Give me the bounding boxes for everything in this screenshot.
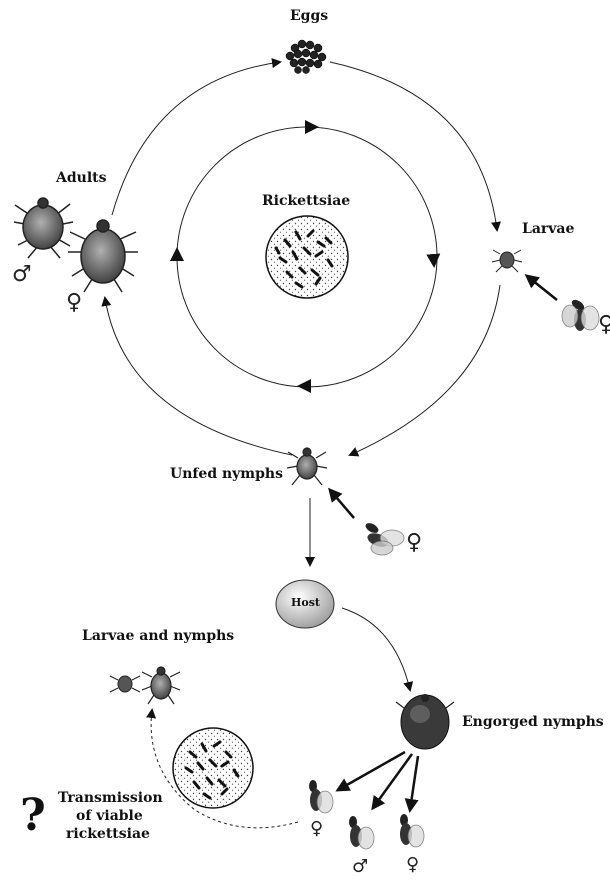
female-symbol-fly-3: ♀ bbox=[406, 854, 419, 875]
tick-icon bbox=[68, 220, 138, 292]
larvae-label: Larvae bbox=[522, 221, 574, 237]
host-label: Host bbox=[291, 596, 320, 609]
tick-icon bbox=[492, 250, 522, 272]
female-symbol-larvae-fly: ♀ bbox=[598, 312, 610, 337]
female-symbol-adult: ♀ bbox=[66, 290, 82, 315]
tick-icon bbox=[14, 198, 73, 258]
arc-eggs-to-larvae bbox=[330, 62, 497, 230]
tick-icon bbox=[396, 694, 454, 749]
larvae-and-nymphs-label: Larvae and nymphs bbox=[82, 628, 234, 644]
fly-icon bbox=[562, 298, 599, 331]
tick-icon bbox=[142, 667, 180, 704]
transmission-label-line3: rickettsiae bbox=[66, 826, 150, 842]
eggs-label: Eggs bbox=[290, 8, 328, 24]
arc-adults-to-eggs bbox=[112, 62, 280, 215]
transmission-label-line1: Transmission bbox=[58, 790, 163, 806]
female-symbol-fly-1: ♀ bbox=[310, 818, 323, 839]
unfed-nymphs-label: Unfed nymphs bbox=[170, 466, 283, 482]
male-symbol-adult: ♂ bbox=[12, 262, 32, 287]
rickettsiae-label: Rickettsiae bbox=[262, 193, 350, 209]
fly-icon bbox=[400, 814, 424, 847]
female-symbol-nymph-fly: ♀ bbox=[406, 530, 422, 555]
question-mark: ? bbox=[20, 790, 46, 841]
adults-label: Adults bbox=[56, 170, 107, 186]
engorged-nymphs-label: Engorged nymphs bbox=[462, 714, 604, 730]
transmission-label-line2: of viable bbox=[76, 808, 143, 824]
male-symbol-fly-2: ♂ bbox=[352, 856, 368, 877]
fly-icon bbox=[364, 521, 404, 555]
egg-cluster-icon bbox=[286, 40, 326, 74]
fly-icon bbox=[349, 816, 374, 849]
tick-icon bbox=[287, 448, 327, 485]
fly-icon bbox=[309, 780, 333, 813]
rickettsiae-cell-icon bbox=[173, 728, 253, 808]
tick-icon bbox=[110, 676, 140, 692]
rickettsiae-cell-icon bbox=[266, 216, 348, 298]
arc-nymphs-to-adults bbox=[105, 298, 292, 455]
